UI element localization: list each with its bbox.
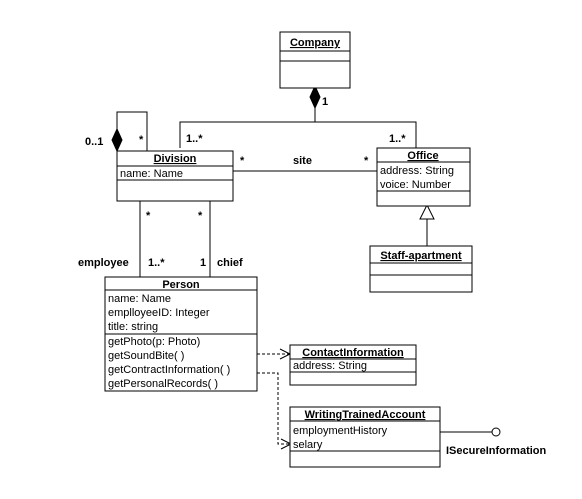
person-operation: getPersonalRecords( ) [108, 378, 218, 390]
person-attribute: name: Name [108, 293, 171, 305]
company-branch-line [179, 121, 417, 148]
multiplicity-chief: 1 [200, 257, 206, 269]
class-name-company: Company [290, 37, 341, 49]
person-attribute: emplloyeeID: Integer [108, 307, 210, 319]
multiplicity-office-company: 1..* [389, 133, 406, 145]
generalization-triangle [419, 203, 435, 220]
class-staff-apartment[interactable]: Staff-apartment [369, 245, 473, 293]
class-writing-trained-account[interactable]: WritingTrainedAccount employmentHistory … [289, 406, 441, 468]
office-attribute: voice: Number [380, 179, 451, 191]
dependency-account-line [257, 372, 290, 445]
person-operation: getPhoto(p: Photo) [108, 336, 200, 348]
association-labels: 1 0..1 * 1..* 1..* site * * * * employee… [78, 96, 547, 457]
writing-trained-account-attribute: employmentHistory [293, 425, 388, 437]
interface-label: ISecureInformation [446, 445, 547, 457]
composition-diamond-division-self [111, 127, 123, 153]
person-operation: getContractInformation( ) [108, 364, 230, 376]
multiplicity-division-self: 0..1 [85, 136, 103, 148]
division-attribute: name: Name [120, 168, 183, 180]
class-person[interactable]: Person name: Name emplloyeeID: Integer t… [104, 276, 258, 392]
role-employee: employee [78, 257, 129, 269]
division-self-association [116, 111, 148, 151]
class-office[interactable]: Office address: String voice: Number [376, 147, 471, 207]
class-name-division: Division [154, 153, 197, 165]
person-attribute: title: string [108, 321, 158, 333]
multiplicity-chief-star: * [198, 210, 203, 222]
connectors [111, 84, 501, 450]
class-name-contact-information: ContactInformation [302, 347, 404, 359]
multiplicity-employee: 1..* [148, 257, 165, 269]
class-company[interactable]: Company [279, 31, 351, 89]
office-attribute: address: String [380, 165, 454, 177]
class-name-writing-trained-account: WritingTrainedAccount [305, 409, 426, 421]
writing-trained-account-attribute: selary [293, 439, 323, 451]
multiplicity-division-self-star: * [139, 134, 144, 146]
multiplicity-employee-star: * [146, 210, 151, 222]
class-name-office: Office [407, 150, 438, 162]
multiplicity-site-office: * [364, 155, 369, 167]
contact-information-attribute: address: String [293, 360, 367, 372]
association-label-site: site [293, 155, 312, 167]
class-contact-information[interactable]: ContactInformation address: String [289, 344, 417, 386]
class-name-staff-apartment: Staff-apartment [380, 250, 462, 262]
role-chief: chief [217, 257, 243, 269]
multiplicity-company-division: 1 [322, 96, 328, 108]
interface-lollipop-icon [491, 427, 501, 437]
class-division[interactable]: Division name: Name [116, 150, 234, 202]
composition-diamond-company [309, 84, 321, 110]
multiplicity-division-company: 1..* [186, 133, 203, 145]
multiplicity-site-division: * [240, 155, 245, 167]
class-name-person: Person [162, 279, 200, 291]
person-operation: getSoundBite( ) [108, 350, 184, 362]
